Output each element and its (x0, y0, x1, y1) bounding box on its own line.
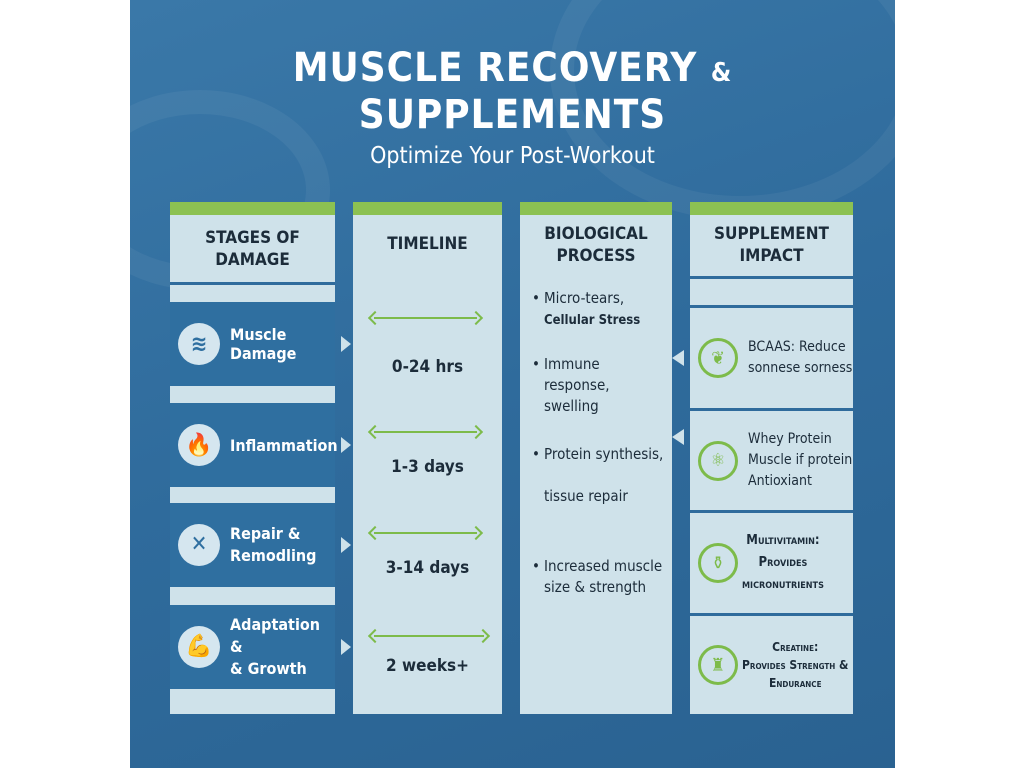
process-column: BIOLOGICAL PROCESS Micro-tears,Cellular … (520, 202, 672, 714)
strength-icon: ♜ (698, 645, 738, 685)
tools-icon: ✕ (178, 524, 220, 566)
process-item: Micro-tears,Cellular Stress (532, 288, 664, 331)
timeline-column: TIMELINE 0-24 hrs 1-3 days 3-14 days 2 w… (353, 202, 502, 714)
process-item: Increased muscle size & strength (532, 556, 664, 598)
chevron-right-icon (341, 437, 351, 453)
column-header: BIOLOGICAL PROCESS (544, 224, 648, 266)
double-arrow-icon (367, 525, 484, 541)
supplement-multivitamin: ⚱Multivitamin: Provides micronutrients (690, 510, 853, 613)
flame-icon: 🔥 (178, 424, 220, 466)
bcaa-icon: ❦ (698, 338, 738, 378)
double-arrow-icon (367, 424, 484, 440)
timeline-value: 3-14 days (385, 558, 470, 578)
double-arrow-icon (367, 628, 491, 644)
supplement-bcaa: ❦BCAAS: Reduce sonnese sorness (672, 305, 853, 408)
pointer-left-icon (672, 429, 684, 445)
stage-inflammation: 🔥Inflammation (170, 403, 351, 487)
stage-adaptation: 💪Adaptation & & Growth (170, 605, 351, 689)
process-item: Immune response, swelling (532, 354, 664, 417)
supplement-whey: ⚛Whey Protein Muscle if protein Antioxia… (672, 408, 853, 510)
chevron-right-icon (341, 639, 351, 655)
stages-column: STAGES OF DAMAGE ≋Muscle Damage 🔥Inflamm… (170, 202, 351, 714)
bottle-icon: ⚱ (698, 543, 738, 583)
stage-repair: ✕Repair & Remodling (170, 503, 351, 587)
subtitle: Optimize Your Post-Workout (370, 143, 655, 169)
double-arrow-icon (367, 310, 484, 326)
supplement-column: SUPPLEMENT IMPACT ❦BCAAS: Reduce sonnese… (672, 202, 853, 714)
timeline-value: 1-3 days (391, 457, 464, 477)
pointer-left-icon (672, 350, 684, 366)
timeline-value: 0-24 hrs (391, 357, 464, 377)
muscle-fiber-icon: ≋ (178, 323, 220, 365)
supplement-creatine: ♜Creatine: Provides Strength & Endurance (690, 613, 853, 714)
column-header: STAGES OF DAMAGE (170, 215, 335, 285)
column-header: SUPPLEMENT IMPACT (690, 215, 853, 279)
chevron-right-icon (341, 336, 351, 352)
title-line2: SUPPLEMENTS (358, 92, 667, 138)
flexed-arm-icon: 💪 (178, 626, 220, 668)
process-item: Protein synthesis,tissue repair (532, 444, 664, 507)
chevron-right-icon (341, 537, 351, 553)
infographic: MUSCLE RECOVERY & SUPPLEMENTS Optimize Y… (130, 0, 895, 768)
title-line1: MUSCLE RECOVERY & (292, 45, 733, 91)
timeline-value: 2 weeks+ (386, 656, 469, 676)
column-header: TIMELINE (387, 234, 468, 254)
stage-muscle-damage: ≋Muscle Damage (170, 302, 351, 386)
molecule-icon: ⚛ (698, 440, 738, 481)
